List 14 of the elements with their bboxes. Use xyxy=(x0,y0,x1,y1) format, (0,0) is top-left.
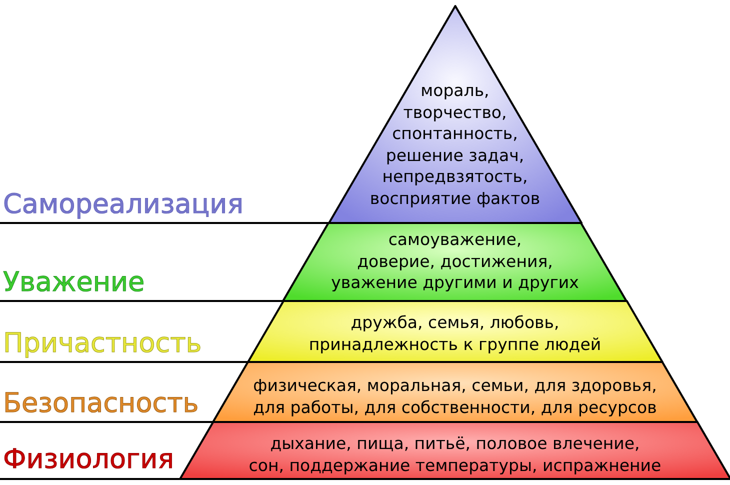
tier-text: мораль, творчество, спонтанность, решение задач, непредвзятость, восприятие фактов xyxy=(370,81,540,208)
tier-text: самоуважение, доверие, достижения, уважение другими и других xyxy=(331,230,579,292)
level-label: Уважение xyxy=(3,267,145,298)
tier-text: физическая, моральная, семьи, для здоровья, для работы, для собственности, для ресурсов xyxy=(253,376,657,416)
level-label: Физиология xyxy=(3,444,174,475)
level-label: Безопасность xyxy=(3,388,199,419)
tier-text: дружба, семья, любовь, принадлежность к группе людей xyxy=(308,313,602,354)
pyramid-tier xyxy=(281,221,629,303)
level-label: Самореализация xyxy=(3,189,244,220)
pyramid-tier xyxy=(210,360,700,424)
pyramid-tier xyxy=(178,420,730,481)
tier-text: дыхание, пища, питьё, половое влечение, сон, поддержание температуры, испражнение xyxy=(248,434,662,474)
pyramid-tier xyxy=(246,299,664,364)
level-label: Причастность xyxy=(3,328,202,359)
